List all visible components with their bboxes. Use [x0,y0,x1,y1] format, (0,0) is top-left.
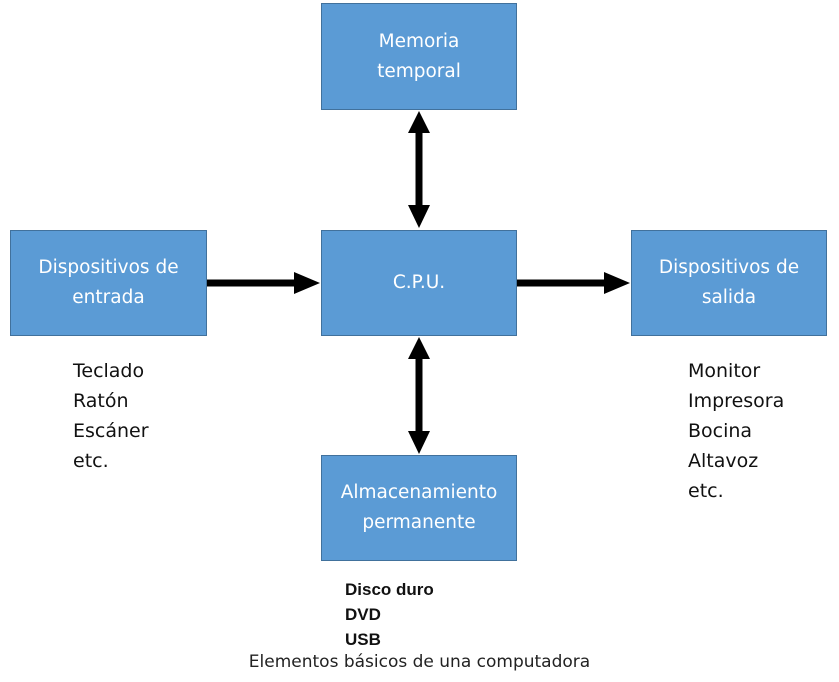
memoria-temporal-box: Memoria temporal [321,3,517,110]
dispositivos-entrada-box: Dispositivos de entrada [10,230,207,336]
list-item: Disco duro [345,580,434,599]
list-item: etc. [73,450,109,472]
arrow-memoria-cpu-bidirectional [408,111,430,228]
list-item: DVD [345,605,381,624]
list-item: Ratón [73,390,129,412]
list-item: Escáner [73,420,149,442]
output-devices-list: Monitor Impresora Bocina Altavoz etc. [688,356,784,506]
list-item: etc. [688,480,724,502]
dispositivos-salida-box: Dispositivos de salida [631,230,827,336]
list-item: Altavoz [688,450,759,472]
storage-devices-list: Disco duro DVD USB [345,577,434,652]
list-item: USB [345,630,381,649]
arrow-entrada-to-cpu [207,272,320,294]
arrow-cpu-to-salida [517,272,630,294]
list-item: Bocina [688,420,753,442]
list-item: Impresora [688,390,785,412]
input-devices-list: Teclado Ratón Escáner etc. [73,356,149,476]
figure-caption: Elementos básicos de una computadora [248,652,591,672]
arrow-cpu-almacenamiento-bidirectional [408,337,430,454]
almacenamiento-permanente-box: Almacenamiento permanente [321,455,517,561]
cpu-box: C.P.U. [321,230,517,336]
list-item: Teclado [73,360,145,382]
list-item: Monitor [688,360,761,382]
